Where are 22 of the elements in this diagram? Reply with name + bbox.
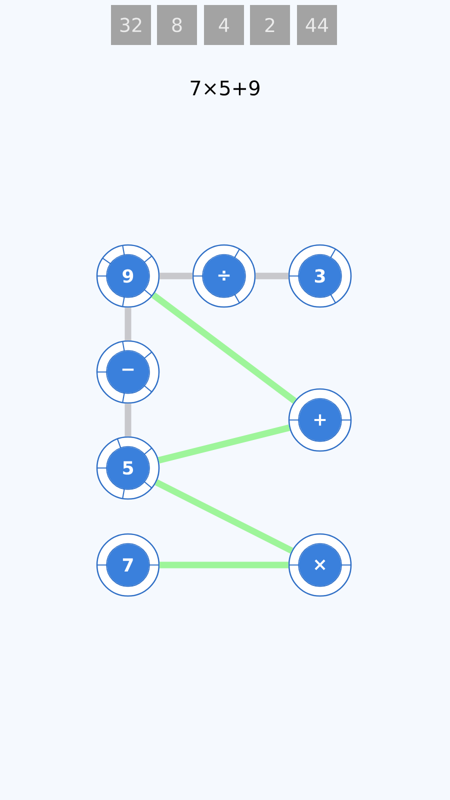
- connector-line: [160, 562, 288, 568]
- connector-line: [124, 308, 132, 340]
- expression-text: 7×5+9: [190, 80, 260, 96]
- number-disc: −: [96, 340, 160, 404]
- number-disc: 5: [96, 436, 160, 500]
- number-disc: +: [288, 388, 352, 452]
- connector-line: [151, 292, 297, 404]
- number-disc: 9: [96, 244, 160, 308]
- number-tile: 32: [111, 5, 151, 45]
- number-tile: 8: [157, 5, 197, 45]
- number-disc: 3: [288, 244, 352, 308]
- connector-line: [256, 272, 288, 280]
- connector-line: [160, 272, 192, 280]
- connector-line: [158, 424, 290, 464]
- number-disc: 7: [96, 533, 160, 597]
- connector-line: [124, 404, 132, 436]
- number-tile: 4: [204, 5, 244, 45]
- number-tile: 44: [297, 5, 337, 45]
- number-disc: ×: [288, 533, 352, 597]
- number-tile: 2: [250, 5, 290, 45]
- connector-line: [154, 479, 294, 554]
- number-disc: ÷: [192, 244, 256, 308]
